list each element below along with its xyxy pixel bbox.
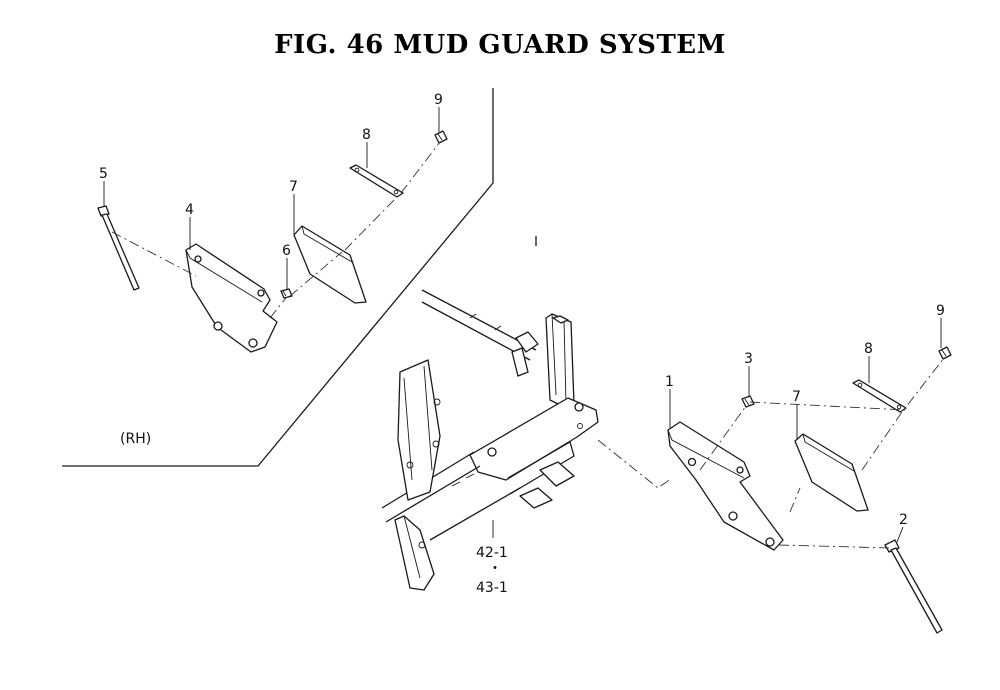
rh-bolt [97,205,140,291]
callout-frame-ref-dot: ・ [488,561,502,577]
callout-frame-ref-b: 43-1 [476,580,508,596]
callout-leaders [103,107,942,543]
lh-mud-guard [667,421,784,551]
callout-lh-top-nut: 9 [936,303,945,319]
lh-center-lines [597,357,945,549]
rh-rubber-flap [293,225,367,304]
frame-assembly [381,236,599,591]
side-label: (RH) [120,431,151,447]
callout-lh-flap: 7 [792,389,801,405]
figure-title: FIG. 46 MUD GUARD SYSTEM [274,30,726,60]
callout-lh-nut: 3 [744,351,753,367]
lh-nut [741,395,755,408]
callout-rh-plate: 8 [362,127,371,143]
rh-top-nut [434,130,448,144]
rh-nut [280,288,293,299]
rh-boundary-lines [62,88,494,467]
callout-rh-bolt: 5 [99,166,108,182]
callout-lh-bolt: 2 [899,512,908,528]
callout-lh-plate: 8 [864,341,873,357]
rh-mud-guard [185,243,278,353]
lh-bolt [884,539,943,634]
callout-labels: 5 4 6 7 8 9 (RH) 1 3 7 8 9 2 42-1 ・ 43-1 [99,92,945,596]
callout-rh-nut: 6 [282,243,291,259]
rh-retainer-plate [349,164,404,198]
lh-rubber-flap [794,433,869,512]
callout-rh-guard: 4 [185,202,194,218]
callout-frame-ref-a: 42-1 [476,545,508,561]
callout-lh-guard: 1 [665,374,674,390]
rh-center-lines [111,141,441,319]
lh-retainer-plate [852,379,907,413]
callout-rh-flap: 7 [289,179,298,195]
lh-top-nut [938,346,952,360]
callout-rh-top-nut: 9 [434,92,443,108]
